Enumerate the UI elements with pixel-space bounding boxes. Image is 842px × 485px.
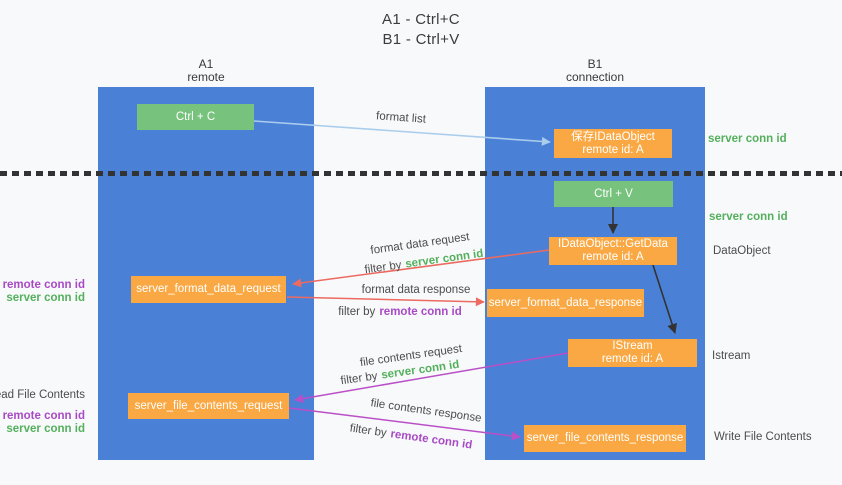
- istream-line1: IStream: [612, 340, 653, 352]
- column-a1-subtitle: remote: [187, 70, 225, 84]
- annotation-server-conn-id-middle: server conn id: [709, 211, 788, 223]
- getdata-line2: remote id: A: [582, 251, 644, 263]
- node-istream: IStream remote id: A: [568, 339, 697, 367]
- column-header-b1: B1 connection: [485, 58, 705, 84]
- arrow-format-data-response: [286, 296, 485, 307]
- node-server-file-contents-response: server_file_contents_response: [524, 425, 686, 452]
- server-format-data-request-label: server_format_data_request: [136, 283, 281, 295]
- ctrl-c-label: Ctrl + C: [175, 110, 216, 123]
- annotation-istream: Istream: [712, 350, 751, 362]
- server-file-contents-request-label: server_file_contents_request: [134, 399, 283, 412]
- annotation-remote-conn-id-bottom: remote conn id: [2, 410, 85, 422]
- annotation-server-conn-id-bottom: server conn id: [6, 423, 85, 435]
- node-server-format-data-request: server_format_data_request: [131, 276, 286, 303]
- remote-conn-id-text: remote conn id: [379, 306, 462, 318]
- arrow-format-list: [253, 120, 551, 146]
- label-format-data-response: format data response: [361, 284, 471, 296]
- node-ctrl-c: Ctrl + C: [137, 104, 254, 130]
- diagram-title: A1 - Ctrl+C B1 - Ctrl+V: [0, 10, 842, 50]
- save-idataobject-line2: remote id: A: [582, 143, 644, 156]
- server-file-contents-response-label: server_file_contents_response: [526, 432, 684, 444]
- node-idataobject-getdata: IDataObject::GetData remote id: A: [549, 237, 677, 265]
- getdata-line1: IDataObject::GetData: [558, 238, 668, 250]
- server-format-data-response-label: server_format_data_response: [488, 296, 643, 309]
- column-a1-name: A1: [198, 57, 214, 71]
- istream-line2: remote id: A: [601, 353, 664, 365]
- save-idataobject-line1: 保存IDataObject: [571, 130, 655, 143]
- node-save-idataobject: 保存IDataObject remote id: A: [554, 129, 672, 158]
- annotation-read-file-contents: Read File Contents: [0, 389, 85, 401]
- column-b1-subtitle: connection: [565, 70, 625, 84]
- title-line-ctrl-c: A1 - Ctrl+C: [382, 11, 460, 28]
- node-ctrl-v: Ctrl + V: [554, 181, 673, 207]
- node-server-file-contents-request: server_file_contents_request: [128, 393, 289, 419]
- session-divider-dotted-line: [0, 171, 842, 176]
- annotation-write-file-contents: Write File Contents: [714, 431, 812, 443]
- ctrl-v-label: Ctrl + V: [594, 187, 633, 200]
- annotation-dataobject: DataObject: [713, 245, 771, 257]
- arrow-getdata-to-istream: [652, 264, 677, 334]
- annotation-remote-conn-id-middle: remote conn id: [2, 279, 85, 291]
- column-header-a1: A1 remote: [98, 58, 314, 84]
- title-line-ctrl-v: B1 - Ctrl+V: [382, 31, 460, 48]
- annotation-server-conn-id-top: server conn id: [708, 133, 787, 145]
- arrow-format-data-request: [292, 249, 550, 288]
- arrow-file-contents-response: [288, 407, 521, 441]
- node-server-format-data-response: server_format_data_response: [487, 289, 644, 317]
- annotation-server-conn-id-left-middle: server conn id: [6, 292, 85, 304]
- filter-by-text: filter by: [338, 306, 376, 318]
- column-b1-name: B1: [587, 57, 603, 71]
- arrow-file-contents-request: [294, 352, 569, 404]
